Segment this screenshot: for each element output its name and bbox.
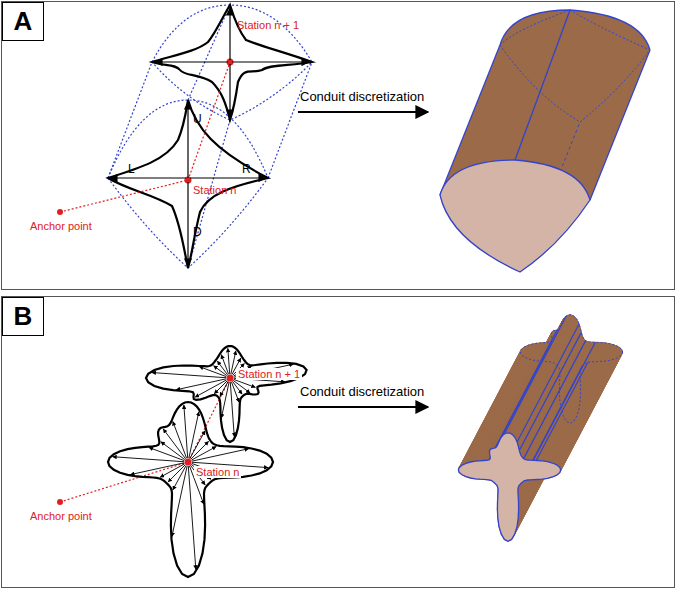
conduit-front [458,433,560,542]
radial-arrow [192,449,249,461]
station-point [185,459,192,466]
radial-arrow [233,380,250,393]
radial-arrow [188,466,196,569]
conduit-edge [495,330,557,448]
conduit-3d [440,10,650,272]
conduit-3d [458,315,622,542]
process-arrow [298,406,428,408]
anchor-line [188,378,230,462]
process-label: Conduit discretization [300,90,424,104]
panel-letter-box: B [2,297,44,336]
station-point [227,375,234,382]
axis-letter: L [128,163,135,176]
radial-arrow [163,429,185,459]
radial-arrow [168,465,185,482]
radial-arrow [192,447,217,461]
radial-arrow [113,457,184,462]
anchor-line [60,462,188,502]
radial-arrow [228,348,230,374]
radial-arrow [231,382,239,402]
panel-a-sections [57,5,312,268]
conduit-edge [517,324,579,442]
radial-arrow [152,373,226,378]
axis-letter: U [193,113,202,126]
panel-letter-box: A [2,2,44,41]
conduit-back [520,315,622,424]
panel-b-sections [57,346,307,577]
panel-letter: A [14,6,33,37]
radial-arrow [176,379,226,390]
panel-frame [2,297,675,588]
radial-arrow [221,355,228,375]
panel-frame [2,2,675,290]
anchor-point [57,499,63,505]
process-arrow [298,111,428,113]
radial-arrow [230,382,234,437]
axis-letter: R [242,163,251,176]
radial-arrow [130,463,184,475]
section-outline [146,346,307,442]
station-label: Station n [194,466,241,478]
radial-arrow [172,466,187,537]
station-label: Station n + 1 [236,368,302,380]
station-label: Station n + 1 [237,19,299,31]
anchor-label: Anchor point [30,510,92,522]
radial-arrow [191,441,209,459]
conduit-wall [560,349,623,470]
radial-arrow [173,421,187,458]
process-label: Conduit discretization [300,385,424,399]
radial-arrow [160,464,184,477]
section-outline [108,402,273,577]
axis-letter: D [193,226,202,239]
panel-letter: B [14,301,33,332]
conduit-edge [533,342,595,460]
anchor-label: Anchor point [30,220,92,232]
conduit-edge [524,341,586,459]
radial-arrow [184,405,188,458]
station-label: Station n [193,184,236,196]
conduit-wall [557,347,622,467]
